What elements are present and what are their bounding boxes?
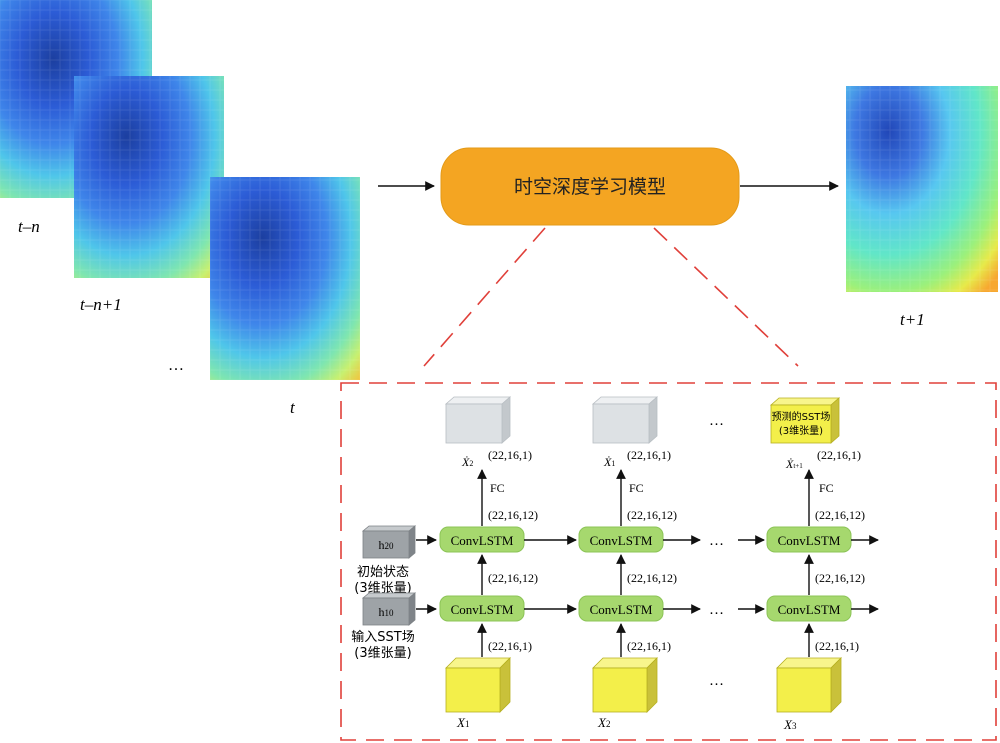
state-h10-caption-1: 输入SST场 [351,629,414,645]
column-1: ConvLSTM ConvLSTM X1 (22,16,1) (22,16,12… [439,396,538,730]
zoom-line-right [653,227,799,367]
convlstm-top-2-label: ConvLSTM [590,533,653,548]
svg-text:(22,16,12): (22,16,12) [627,571,677,585]
sst-frame-predicted [846,86,998,292]
state-h10-label: h10 [379,605,395,619]
svg-text:(22,16,12): (22,16,12) [815,571,865,585]
column-2: ConvLSTM ConvLSTM X2 (22,16,1) (22,16,12… [578,396,677,730]
state-h20-caption-1: 初始状态 [357,565,409,580]
predicted-label-2: (3维张量) [779,424,823,437]
state-h20-caption-2: (3维张量) [354,581,411,596]
frame-ellipsis: … [168,357,184,374]
svg-text:(22,16,1): (22,16,1) [817,448,861,462]
state-block-h20 [361,525,417,559]
ellipsis-inputs: … [709,673,724,689]
state-block-h10 [361,592,417,626]
svg-text:(22,16,12): (22,16,12) [488,508,538,522]
ellipsis-bottom-row: … [709,602,724,618]
svg-text:(22,16,12): (22,16,12) [815,508,865,522]
svg-text:(22,16,1): (22,16,1) [815,639,859,653]
svg-text:(22,16,1): (22,16,1) [627,448,671,462]
output-cube-2 [592,403,650,444]
input-cube-3 [776,667,832,713]
input-cube-1 [445,667,501,713]
svg-text:(22,16,1): (22,16,1) [627,639,671,653]
frame-label-t-minus-n: t–n [18,217,40,236]
input-cube-2 [592,667,648,713]
state-h20-label: h20 [379,538,395,552]
output-label-1: Ẋ2 [461,455,473,469]
frame-label-t-plus-1: t+1 [900,310,925,329]
convlstm-top-1-label: ConvLSTM [451,533,514,548]
input-label-3: X3 [783,717,797,732]
svg-text:FC: FC [490,481,505,495]
frame-label-t: t [290,398,296,417]
predicted-label-1: 预测的SST场 [772,410,831,423]
svg-text:(22,16,1): (22,16,1) [488,639,532,653]
svg-text:FC: FC [629,481,644,495]
network-detail-frame [340,382,997,741]
model-box-label: 时空深度学习模型 [514,176,666,198]
output-label-3: Ẋt+1 [785,457,803,471]
sst-frame-3 [210,177,360,380]
state-h10-caption-2: (3维张量) [354,646,411,661]
convlstm-bottom-1-label: ConvLSTM [451,602,514,617]
zoom-line-left [423,227,546,367]
convlstm-bottom-3-label: ConvLSTM [778,602,841,617]
input-label-2: X2 [597,715,610,730]
input-label-1: X1 [456,715,469,730]
svg-text:(22,16,12): (22,16,12) [488,571,538,585]
model-box [440,147,740,226]
output-label-2: Ẋ1 [603,455,615,469]
output-cube-predicted [770,404,832,444]
ellipsis-top-row: … [709,533,724,549]
svg-text:(22,16,1): (22,16,1) [488,448,532,462]
frame-label-t-minus-n-plus-1: t–n+1 [80,295,122,314]
svg-text:(22,16,12): (22,16,12) [627,508,677,522]
sst-frame-2 [74,76,224,278]
output-cube-1 [445,403,503,444]
svg-text:FC: FC [819,481,834,495]
ellipsis-outputs: … [709,413,724,429]
convlstm-top-3-label: ConvLSTM [778,533,841,548]
convlstm-bottom-2-label: ConvLSTM [590,602,653,617]
column-3: ConvLSTM ConvLSTM X3 (22,16,1) (22,16,12… [766,397,865,732]
